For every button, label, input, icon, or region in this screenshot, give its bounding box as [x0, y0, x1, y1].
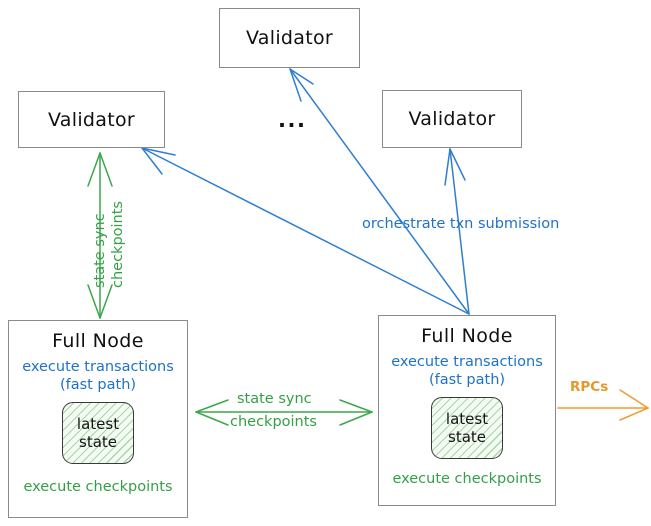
- validator-node-right[interactable]: Validator: [382, 90, 522, 148]
- edge-label-rpcs: RPCs: [570, 379, 609, 395]
- edge-label-orchestrate-txn-submission: orchestrate txn submission: [362, 216, 560, 232]
- edge-label-vertical-checkpoints: checkpoints: [110, 201, 126, 288]
- fullnode-right[interactable]: Full Node execute transactions (fast pat…: [378, 315, 556, 506]
- edge-label-horizontal-state-sync: state sync: [237, 391, 312, 407]
- fullnode-right-blue-line-2: (fast path): [428, 371, 506, 388]
- orange-rpcs-arrow: [557, 389, 649, 421]
- validator-node-top[interactable]: Validator: [219, 8, 360, 68]
- fullnode-left-blue-line-2: (fast path): [59, 376, 137, 393]
- validator-node-left[interactable]: Validator: [18, 91, 165, 148]
- validator-top-label: Validator: [245, 27, 333, 49]
- fullnode-left[interactable]: Full Node execute transactions (fast pat…: [8, 320, 188, 518]
- green-horizontal-state-sync-arrow: [195, 399, 373, 426]
- fullnode-left-blue-line-1: execute transactions: [22, 359, 174, 375]
- arrow-fullnode-to-validator-top: [289, 68, 470, 315]
- validator-left-label: Validator: [47, 108, 135, 131]
- green-vertical-state-sync-arrow: [87, 152, 113, 319]
- fullnode-left-chip-line-1: latest: [76, 415, 120, 434]
- fullnode-right-blue-line-1: execute transactions: [391, 354, 543, 370]
- fullnode-left-green-line: execute checkpoints: [23, 479, 173, 496]
- fullnode-right-title: Full Node: [421, 325, 513, 347]
- edge-label-vertical-state-sync: state sync: [92, 213, 108, 288]
- fullnode-right-latest-state-chip[interactable]: latest state: [431, 397, 503, 460]
- validators-ellipsis: ...: [278, 108, 307, 132]
- edge-label-horizontal-checkpoints: checkpoints: [230, 414, 317, 430]
- blue-arrow-group: [141, 68, 470, 315]
- arrow-fullnode-to-validator-left: [141, 147, 470, 315]
- arrow-fullnode-to-validator-right: [444, 148, 470, 315]
- fullnode-left-chip-line-2: state: [79, 433, 117, 452]
- fullnode-right-chip-line-1: latest: [445, 410, 489, 429]
- fullnode-left-title: Full Node: [52, 330, 144, 352]
- fullnode-right-chip-line-2: state: [448, 428, 486, 447]
- validator-right-label: Validator: [408, 108, 496, 130]
- fullnode-right-green-line: execute checkpoints: [392, 471, 542, 488]
- fullnode-left-latest-state-chip[interactable]: latest state: [62, 402, 134, 465]
